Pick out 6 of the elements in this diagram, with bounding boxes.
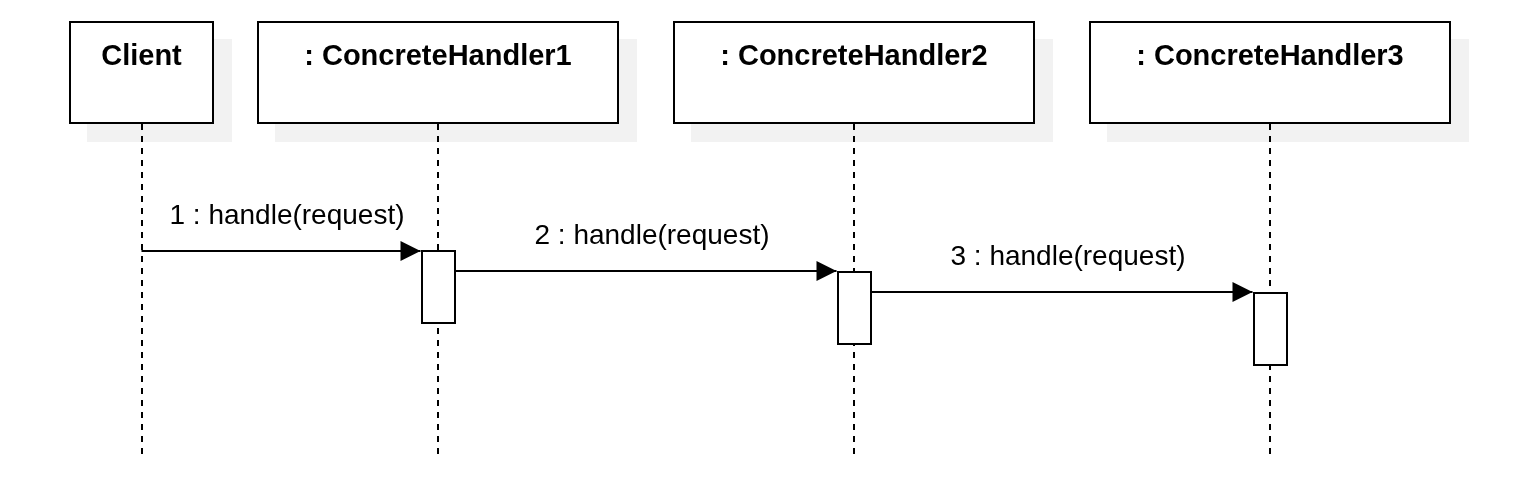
message-arrow — [140, 241, 422, 261]
message-arrow — [454, 261, 838, 281]
activation-bar — [420, 250, 456, 324]
activation-bar — [1252, 292, 1288, 366]
message-arrow — [870, 282, 1254, 302]
activation-bar — [836, 271, 872, 345]
